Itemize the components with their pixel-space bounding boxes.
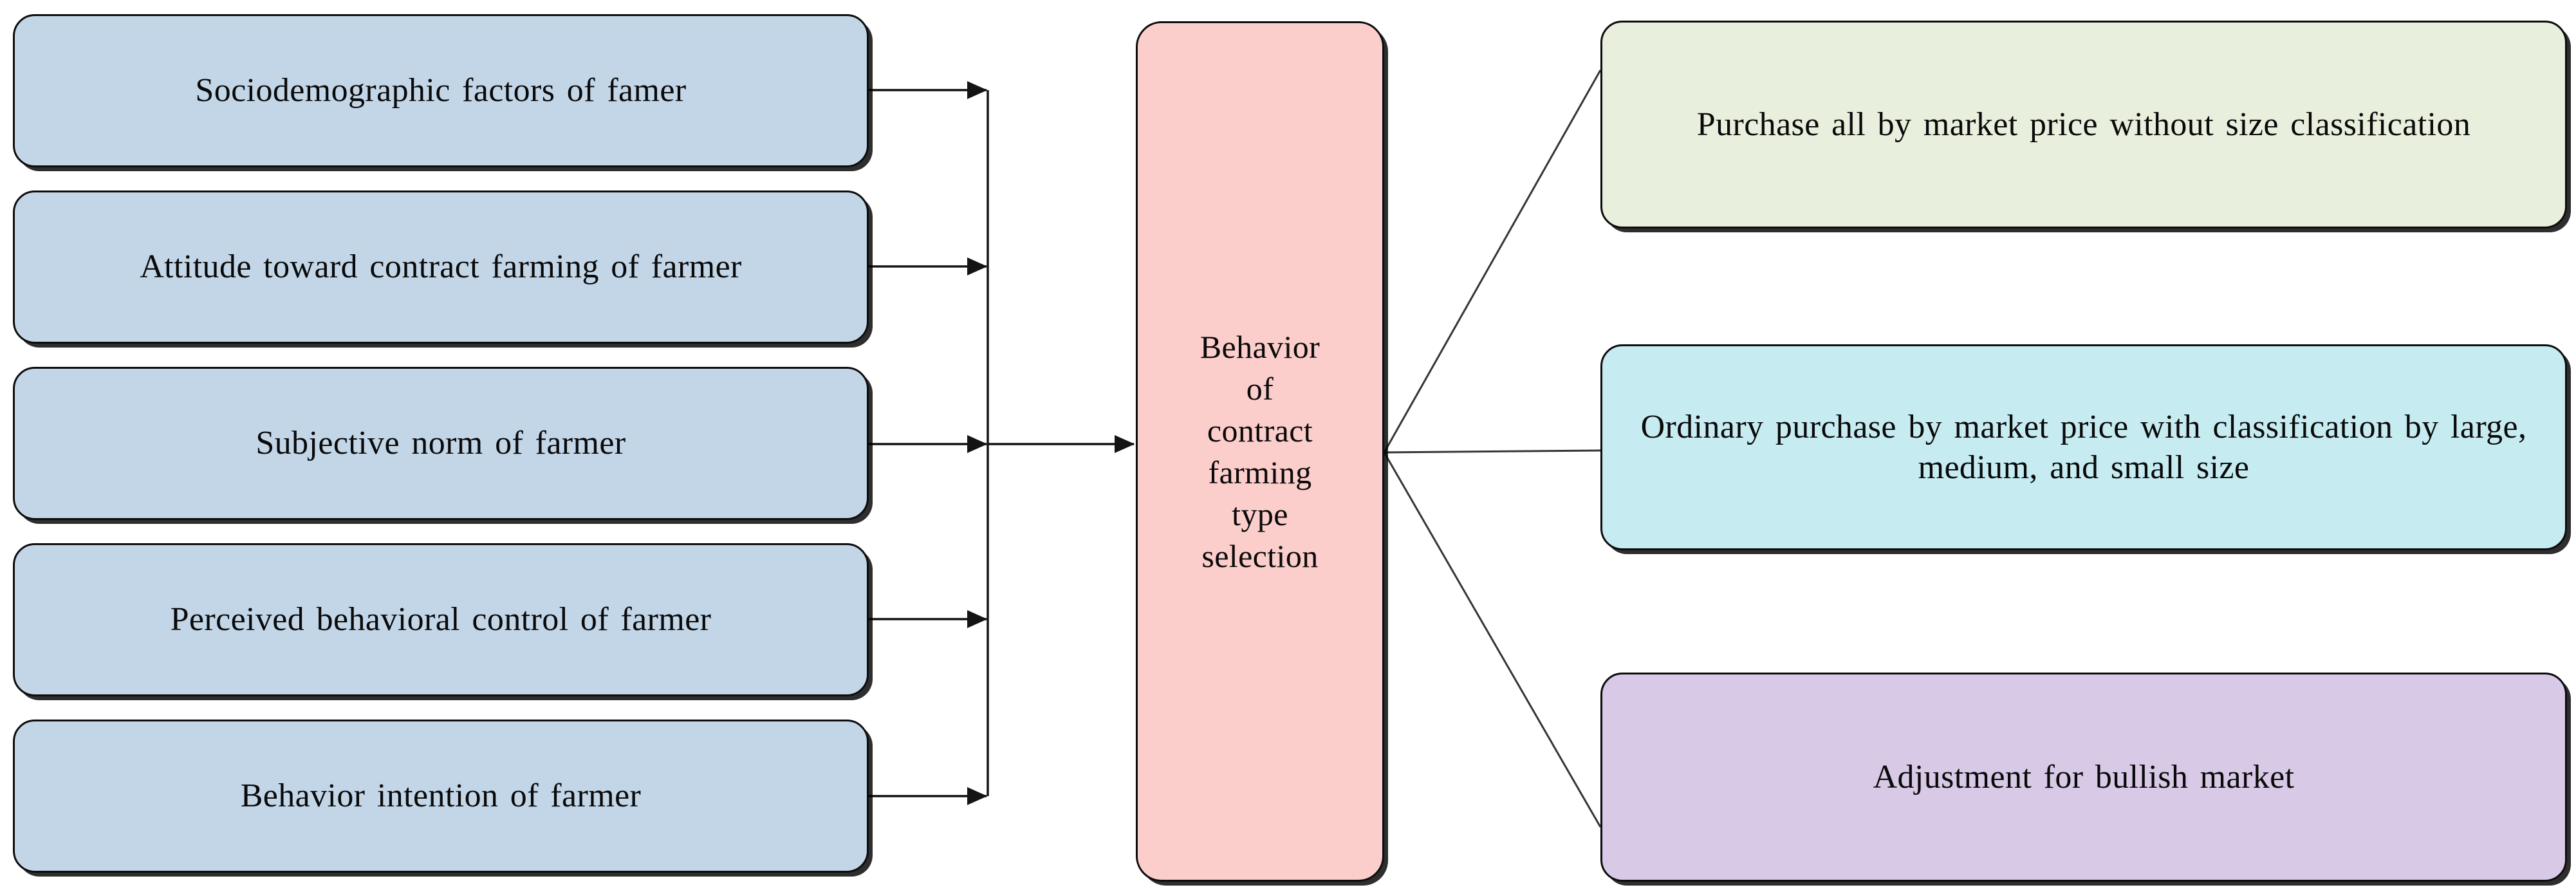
outcome-node-adjustment-bullish-market[interactable]: Adjustment for bullish market <box>1600 673 2567 882</box>
input-node-attitude[interactable]: Attitude toward contract farming of farm… <box>13 190 869 344</box>
outcome-node-purchase-all-market-price[interactable]: Purchase all by market price without siz… <box>1600 21 2567 228</box>
input-node-label: Sociodemographic factors of famer <box>195 72 687 109</box>
connector-center-to-purchase-all <box>1383 70 1602 453</box>
connector-center-to-ordinary-purchase <box>1384 449 1601 454</box>
input-node-label: Behavior intention of farmer <box>240 777 642 815</box>
input-node-label: Perceived behavioral control of farmer <box>170 601 712 638</box>
input-node-label: Subjective norm of farmer <box>255 425 626 462</box>
input-node-sociodemographic[interactable]: Sociodemographic factors of famer <box>13 14 869 167</box>
outcome-node-label: Purchase all by market price without siz… <box>1696 106 2471 143</box>
outcome-node-ordinary-purchase-classified[interactable]: Ordinary purchase by market price with c… <box>1600 344 2567 550</box>
input-node-perceived-control[interactable]: Perceived behavioral control of farmer <box>13 543 869 696</box>
connector-center-to-adjustment <box>1383 452 1602 828</box>
input-node-label: Attitude toward contract farming of farm… <box>140 248 742 286</box>
outcome-node-label: Ordinary purchase by market price with c… <box>1640 408 2527 486</box>
input-node-behavior-intention[interactable]: Behavior intention of farmer <box>13 720 869 873</box>
outcome-node-label: Adjustment for bullish market <box>1873 758 2295 795</box>
input-node-subjective-norm[interactable]: Subjective norm of farmer <box>13 367 869 520</box>
